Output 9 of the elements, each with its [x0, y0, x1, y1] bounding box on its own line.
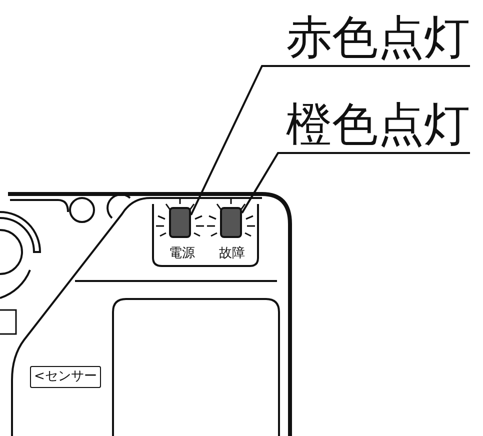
- callout-label: 赤色点灯: [262, 10, 470, 66]
- leader-line: [190, 65, 470, 216]
- lamp-label: 故障: [218, 246, 246, 261]
- indicator-lamp: [169, 207, 191, 238]
- indicator-lamp: [220, 207, 242, 238]
- sensor-label: <センサー: [30, 366, 101, 388]
- lamp-label: 電源: [168, 246, 196, 261]
- callout-label: 橙色点灯: [262, 97, 470, 153]
- leader-line: [241, 152, 470, 214]
